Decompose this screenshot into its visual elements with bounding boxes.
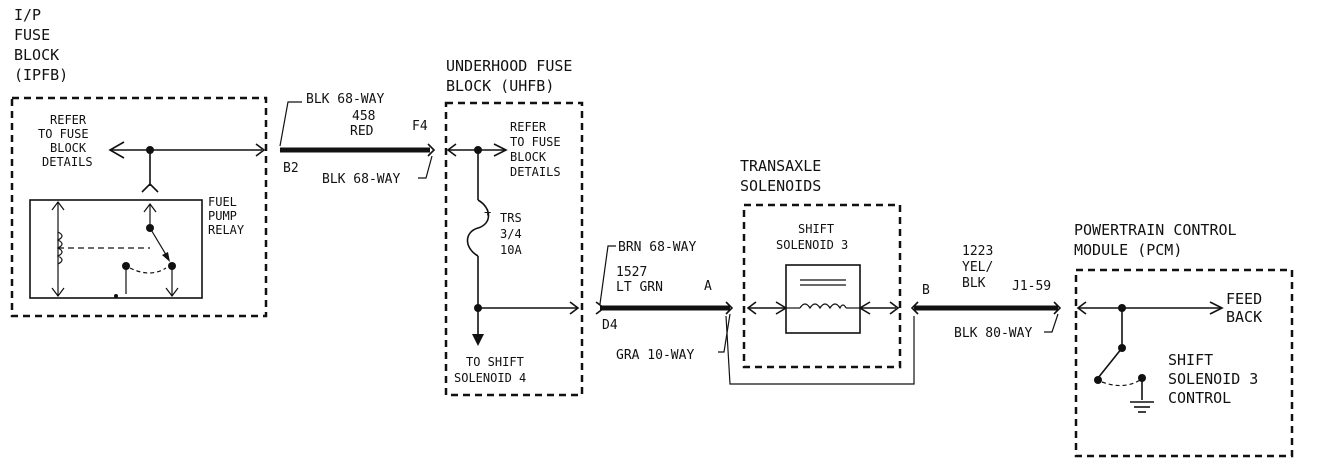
wire-1527-pin-left: D4 (602, 318, 618, 333)
ipfb-refer-line2: TO FUSE (38, 127, 89, 141)
fuse-label-line2: 3/4 (500, 227, 522, 241)
ipfb-box (10, 96, 268, 318)
uhfb-refer-line4: DETAILS (510, 165, 561, 179)
pcm-section: POWERTRAIN CONTROL MODULE (PCM) FEED BAC… (1074, 221, 1294, 458)
transaxle-title-line2: SOLENOIDS (740, 177, 821, 195)
wire-1527-leader-bottom (718, 313, 731, 353)
to-shift-line1: TO SHIFT (466, 355, 524, 369)
wire-1223: B 1223 YEL/ BLK J1-59 BLK 80-WAY (910, 244, 1062, 341)
solenoid-right-connector-icon (889, 301, 900, 315)
ipfb-refer-line3: BLOCK (50, 141, 87, 155)
fuse-label-line1: TRS (500, 211, 522, 225)
solenoid-label-line1: SHIFT (798, 222, 834, 236)
ipfb-refer-line1: REFER (50, 113, 87, 127)
relay-label-line1: FUEL (208, 195, 237, 209)
wire-458-leader-bottom (418, 155, 433, 179)
feedback-line2: BACK (1226, 308, 1262, 326)
uhfb-out-arrow-icon (569, 301, 580, 315)
wire-1223-pin-right: J1-59 (1012, 279, 1051, 294)
transaxle-section: TRANSAXLE SOLENOIDS SHIFT SOLENOID 3 (740, 157, 902, 369)
wire-1223-connector-icon (1053, 301, 1062, 315)
pcm-title-line1: POWERTRAIN CONTROL (1074, 221, 1237, 239)
wire-458-circuit: 458 (352, 109, 375, 124)
wire-458: BLK 68-WAY 458 RED B2 F4 BLK 68-WAY (279, 92, 436, 187)
relay-label-line2: PUMP (208, 209, 237, 223)
relay-coil-icon (51, 201, 150, 297)
uhfb-title-line1: UNDERHOOD FUSE (446, 57, 572, 75)
uhfb-box (444, 101, 584, 397)
ipfb-refer-arrow-icon (108, 141, 125, 159)
uhfb-section: UNDERHOOD FUSE BLOCK (UHFB) REFER TO FUS… (444, 57, 584, 397)
ground-icon (1130, 401, 1154, 413)
wire-1527-conn-bottom: GRA 10-WAY (616, 348, 694, 363)
control-line2: SOLENOID 3 (1168, 370, 1258, 388)
transaxle-title-line1: TRANSAXLE (740, 157, 821, 175)
wire-1223-conn-bottom: BLK 80-WAY (954, 326, 1032, 341)
wire-1223-in-connector-icon (910, 301, 919, 315)
ipfb-title-line3: BLOCK (14, 46, 59, 64)
pcm-switch-icon (1094, 308, 1146, 400)
uhfb-refer-line2: TO FUSE (510, 135, 561, 149)
feedback-line1: FEED (1226, 290, 1262, 308)
fuse-icon (466, 199, 490, 257)
transaxle-box (742, 203, 902, 369)
wire-1223-leader-bottom (1044, 313, 1059, 333)
fuse-plus: + (484, 205, 491, 219)
wire-1223-pin-left: B (922, 283, 930, 298)
wire-458-connector-icon (427, 143, 436, 157)
relay-box (29, 199, 203, 299)
wire-1527-leader-top (599, 245, 616, 305)
wire-1223-color-line1: YEL/ (962, 260, 993, 275)
ipfb-section: I/P FUSE BLOCK (IPFB) REFER TO FUSE BLOC… (10, 6, 268, 318)
wire-458-conn-bottom: BLK 68-WAY (322, 172, 400, 187)
wire-1527-color: LT GRN (616, 280, 663, 295)
to-shift-line2: SOLENOID 4 (454, 371, 526, 385)
solenoid-right-arrow-icon (858, 301, 871, 315)
ipfb-connector-icon (141, 182, 159, 193)
fuse-label-line3: 10A (500, 243, 522, 257)
ipfb-refer-line4: DETAILS (42, 155, 93, 169)
wire-1527: BRN 68-WAY 1527 LT GRN D4 A GRA 10-WAY (595, 240, 734, 363)
relay-switch-icon (114, 203, 179, 298)
pcm-box (1074, 268, 1294, 458)
solenoid-coil-icon (785, 264, 861, 334)
uhfb-title-line2: BLOCK (UHFB) (446, 77, 554, 95)
wire-1223-color-line2: BLK (962, 276, 986, 291)
wire-1527-connector-icon (725, 301, 734, 315)
wire-458-color: RED (350, 124, 374, 139)
wire-458-leader-top (279, 101, 302, 147)
control-line3: CONTROL (1168, 389, 1231, 407)
wire-458-pin-left: B2 (283, 161, 299, 176)
wire-458-conn-top: BLK 68-WAY (306, 92, 384, 107)
ipfb-title-line2: FUSE (14, 26, 50, 44)
relay-label-line3: RELAY (208, 223, 245, 237)
ipfb-title-line4: (IPFB) (14, 66, 68, 84)
wire-458-pin-right: F4 (412, 119, 428, 134)
wire-1527-pin-right: A (704, 279, 712, 294)
to-shift-arrow-icon (472, 334, 484, 346)
wire-1527-conn-top: BRN 68-WAY (618, 240, 696, 255)
uhfb-refer-line1: REFER (510, 120, 547, 134)
feedback-arrow-icon (1209, 301, 1224, 315)
wire-1223-circuit: 1223 (962, 244, 993, 259)
control-line1: SHIFT (1168, 351, 1213, 369)
ipfb-connector-out-icon (255, 143, 266, 157)
gra-connector-shell (725, 315, 915, 385)
solenoid-label-line2: SOLENOID 3 (776, 238, 848, 252)
ipfb-title-line1: I/P (14, 6, 41, 24)
wire-1527-circuit: 1527 (616, 265, 647, 280)
uhfb-refer-line3: BLOCK (510, 150, 547, 164)
uhfb-refer-arrow-icon (493, 143, 508, 157)
pcm-title-line2: MODULE (PCM) (1074, 241, 1182, 259)
